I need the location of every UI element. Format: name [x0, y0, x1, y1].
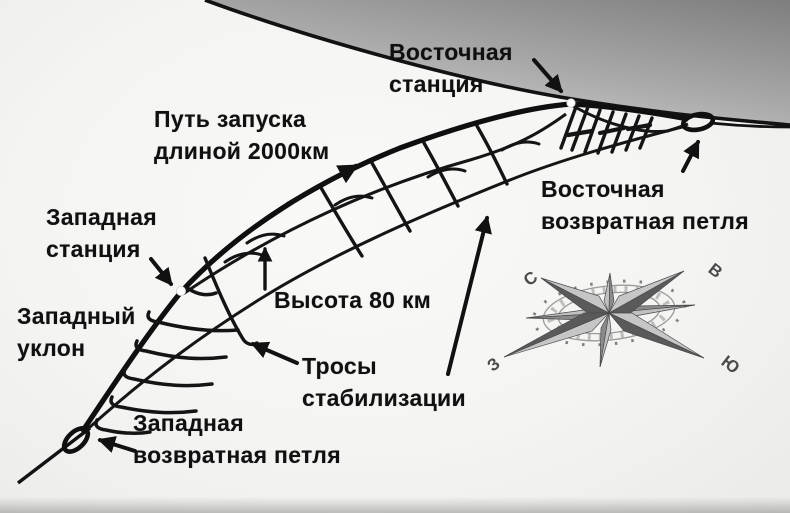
label-east-return-loop: Восточная возвратная петля: [541, 176, 749, 234]
launch-path-arrow: [285, 163, 359, 207]
cables-left-arrow: [250, 341, 299, 365]
sky-wedge: [205, 0, 790, 125]
east-loop-arrow: [681, 139, 700, 173]
west-slope-cables: [94, 287, 240, 436]
compass-rose-icon: С В З Ю: [484, 259, 744, 377]
label-height: Высота 80 км: [274, 287, 432, 313]
compass-east-label: В: [705, 259, 726, 282]
annotation-arrows: [97, 58, 700, 453]
label-west-station: Западная станция: [46, 204, 157, 262]
west-tail-line: [16, 426, 92, 485]
compass-north-label: С: [520, 267, 541, 290]
east-section-cables: [559, 102, 654, 155]
east-return-loop: [680, 111, 716, 133]
middle-track-line: [182, 112, 567, 296]
label-west-return-loop: Западная возвратная петля: [133, 410, 341, 468]
east-station-arrow: [532, 58, 563, 93]
east-station-dot: [566, 98, 576, 108]
west-station-arrow: [149, 257, 173, 287]
label-launch-path: Путь запуска длиной 2000км: [154, 106, 330, 164]
east-tail-line: [709, 121, 790, 129]
label-west-incline: Западный уклон: [17, 303, 136, 361]
cables-up-arrow: [446, 215, 492, 376]
main-track-line: [79, 101, 689, 434]
midspan-cables: [203, 124, 509, 347]
horizon-line: [204, 0, 790, 127]
west-station-dot: [175, 285, 186, 296]
west-loop-arrow: [97, 436, 137, 453]
label-stabilization-cables: Тросы стабилизации: [302, 353, 466, 411]
west-return-loop: [61, 426, 91, 454]
compass-west-label: З: [484, 354, 504, 376]
compass-south-label: Ю: [718, 352, 744, 378]
label-east-station: Восточная станция: [389, 39, 513, 97]
